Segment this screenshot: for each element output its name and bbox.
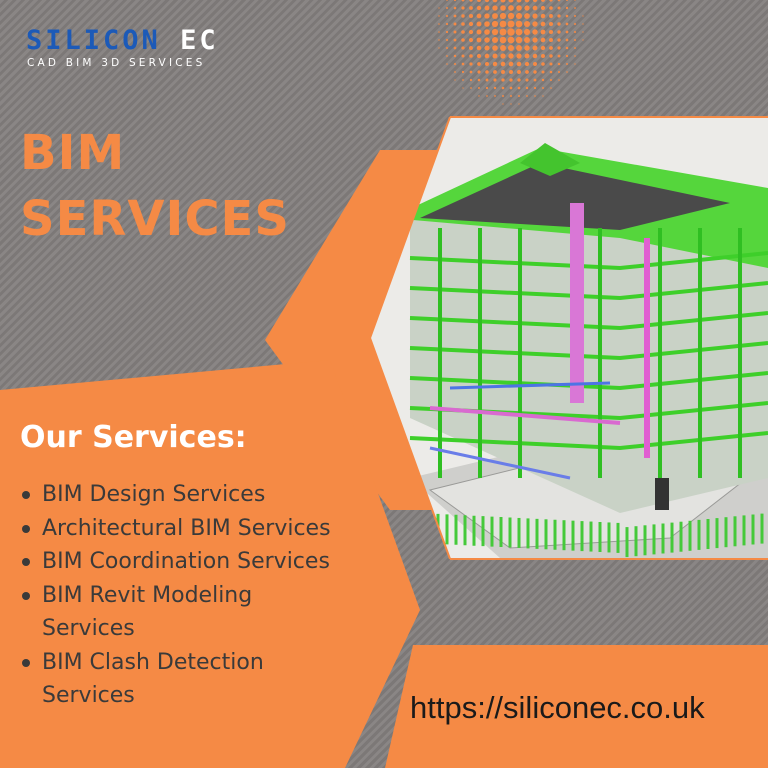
logo-wordmark: SILICON EC <box>26 26 219 56</box>
bullet-icon <box>22 491 30 499</box>
logo-ec-text: EC <box>180 25 219 56</box>
bim-building-model-image <box>370 118 768 558</box>
bullet-icon <box>22 558 30 566</box>
image-frame-outline <box>368 116 768 560</box>
company-logo: SILICON EC CAD BIM 3D SERVICES <box>26 26 219 70</box>
logo-tagline: CAD BIM 3D SERVICES <box>27 57 206 69</box>
services-list: BIM Design Services Architectural BIM Se… <box>20 478 382 713</box>
headline: BIM SERVICES <box>20 120 290 252</box>
service-item: BIM Coordination Services <box>20 545 382 579</box>
headline-line-1: BIM <box>20 125 126 181</box>
service-item-label: Architectural BIM Services <box>42 515 331 541</box>
bullet-icon <box>22 524 30 533</box>
service-item-label: BIM Design Services <box>42 482 266 507</box>
service-item: BIM Design Services <box>20 478 382 512</box>
orange-hexagon-shape <box>265 150 440 510</box>
service-item: Architectural BIM Services <box>20 512 382 546</box>
logo-silicon-text: SILICON <box>26 25 161 56</box>
website-url[interactable]: https://siliconec.co.uk <box>410 690 705 725</box>
service-item-label: BIM Clash Detection <box>42 649 264 675</box>
services-title: Our Services: <box>20 420 247 455</box>
services-panel-shape <box>0 360 420 768</box>
bullet-icon <box>22 591 30 600</box>
service-item-label: BIM Revit Modeling <box>42 582 253 608</box>
bullet-icon <box>22 658 30 667</box>
service-item-label-cont: Services <box>42 616 135 641</box>
url-panel-shape <box>385 645 768 768</box>
service-item-label: BIM Coordination Services <box>42 549 330 574</box>
halftone-dots-decoration <box>438 0 584 105</box>
headline-line-2: SERVICES <box>20 191 290 247</box>
service-item-label-cont: Services <box>42 683 135 708</box>
